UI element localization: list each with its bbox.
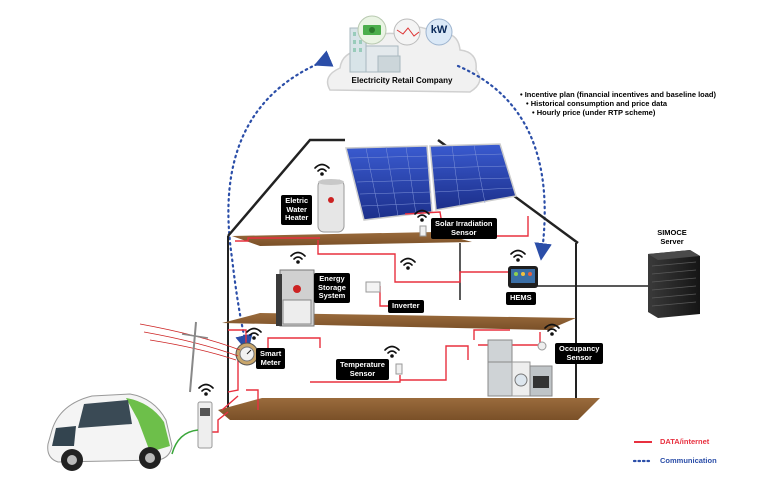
label-line: System — [318, 291, 346, 300]
server-title-line: SIMOCE — [657, 228, 687, 237]
label-line: Storage — [318, 282, 346, 292]
server-title: SIMOCE Server — [652, 228, 692, 246]
legend-data-label: DATA/internet — [660, 437, 710, 446]
label-line: Energy — [319, 274, 345, 283]
appliances-icon — [487, 339, 553, 397]
wifi-icon — [400, 257, 416, 270]
ev-charger-icon — [171, 401, 213, 455]
label-line: Heater — [285, 213, 309, 222]
inverter-label: Inverter — [388, 300, 424, 313]
energy-storage-label: Energy Storage System — [314, 273, 350, 303]
solar-panel-icon — [345, 143, 517, 221]
cloud-label: Electricity Retail Company — [351, 76, 453, 85]
power-pole-icon — [139, 321, 241, 393]
occupancy-sensor-icon — [537, 341, 547, 351]
wifi-icon — [510, 249, 526, 262]
label-line: Solar Irradiation — [435, 219, 493, 228]
cloud-icon — [326, 15, 481, 93]
water-heater-label: Eletric Water Heater — [281, 195, 313, 225]
label-line: Sensor — [566, 352, 592, 362]
wifi-icon — [246, 327, 262, 340]
wifi-icon — [384, 345, 400, 358]
occupancy-sensor-label: Occupancy Sensor — [555, 343, 604, 364]
label-line: Water — [286, 204, 307, 214]
label-line: Eletric — [285, 196, 309, 205]
label-line: Temperature — [340, 360, 385, 369]
label-line: Occupancy — [559, 344, 600, 353]
electric-car-icon — [47, 393, 173, 471]
smart-meter-icon — [235, 342, 259, 366]
wifi-icon — [314, 163, 330, 176]
server-rack-icon — [648, 250, 700, 318]
info-bullets: • Incentive plan (financial incentives a… — [520, 90, 716, 117]
solar-sensor-label: Solar Irradiation Sensor — [431, 218, 497, 239]
wifi-icon — [198, 383, 214, 396]
wifi-icon — [290, 251, 306, 264]
irradiation-sensor-icon — [419, 225, 427, 237]
label-line: Meter — [260, 357, 281, 367]
label-line: Sensor — [349, 368, 376, 378]
wifi-icon — [544, 323, 560, 336]
bullet-item: • Hourly price (under RTP scheme) — [532, 108, 656, 117]
bullet-item: • Incentive plan (financial incentives a… — [520, 90, 717, 99]
label-line: Smart — [260, 349, 282, 358]
temperature-sensor-icon — [395, 363, 403, 375]
server-title-line: Server — [660, 237, 684, 246]
kw-badge: kW — [430, 24, 448, 36]
hems-label: HEMS — [506, 292, 536, 305]
inverter-icon — [365, 281, 381, 293]
water-heater-icon — [317, 179, 345, 233]
house — [218, 138, 600, 420]
label-line: Sensor — [451, 227, 477, 237]
legend-comm-label: Communication — [660, 456, 717, 465]
energy-storage-icon — [276, 269, 315, 327]
bullet-item: • Historical consumption and price data — [526, 99, 667, 108]
hems-icon — [508, 266, 538, 288]
wifi-icon — [414, 209, 430, 222]
comm-link-meter — [227, 50, 334, 353]
temperature-sensor-label: Temperature Sensor — [336, 359, 389, 380]
smart-meter-label: Smart Meter — [256, 348, 286, 369]
